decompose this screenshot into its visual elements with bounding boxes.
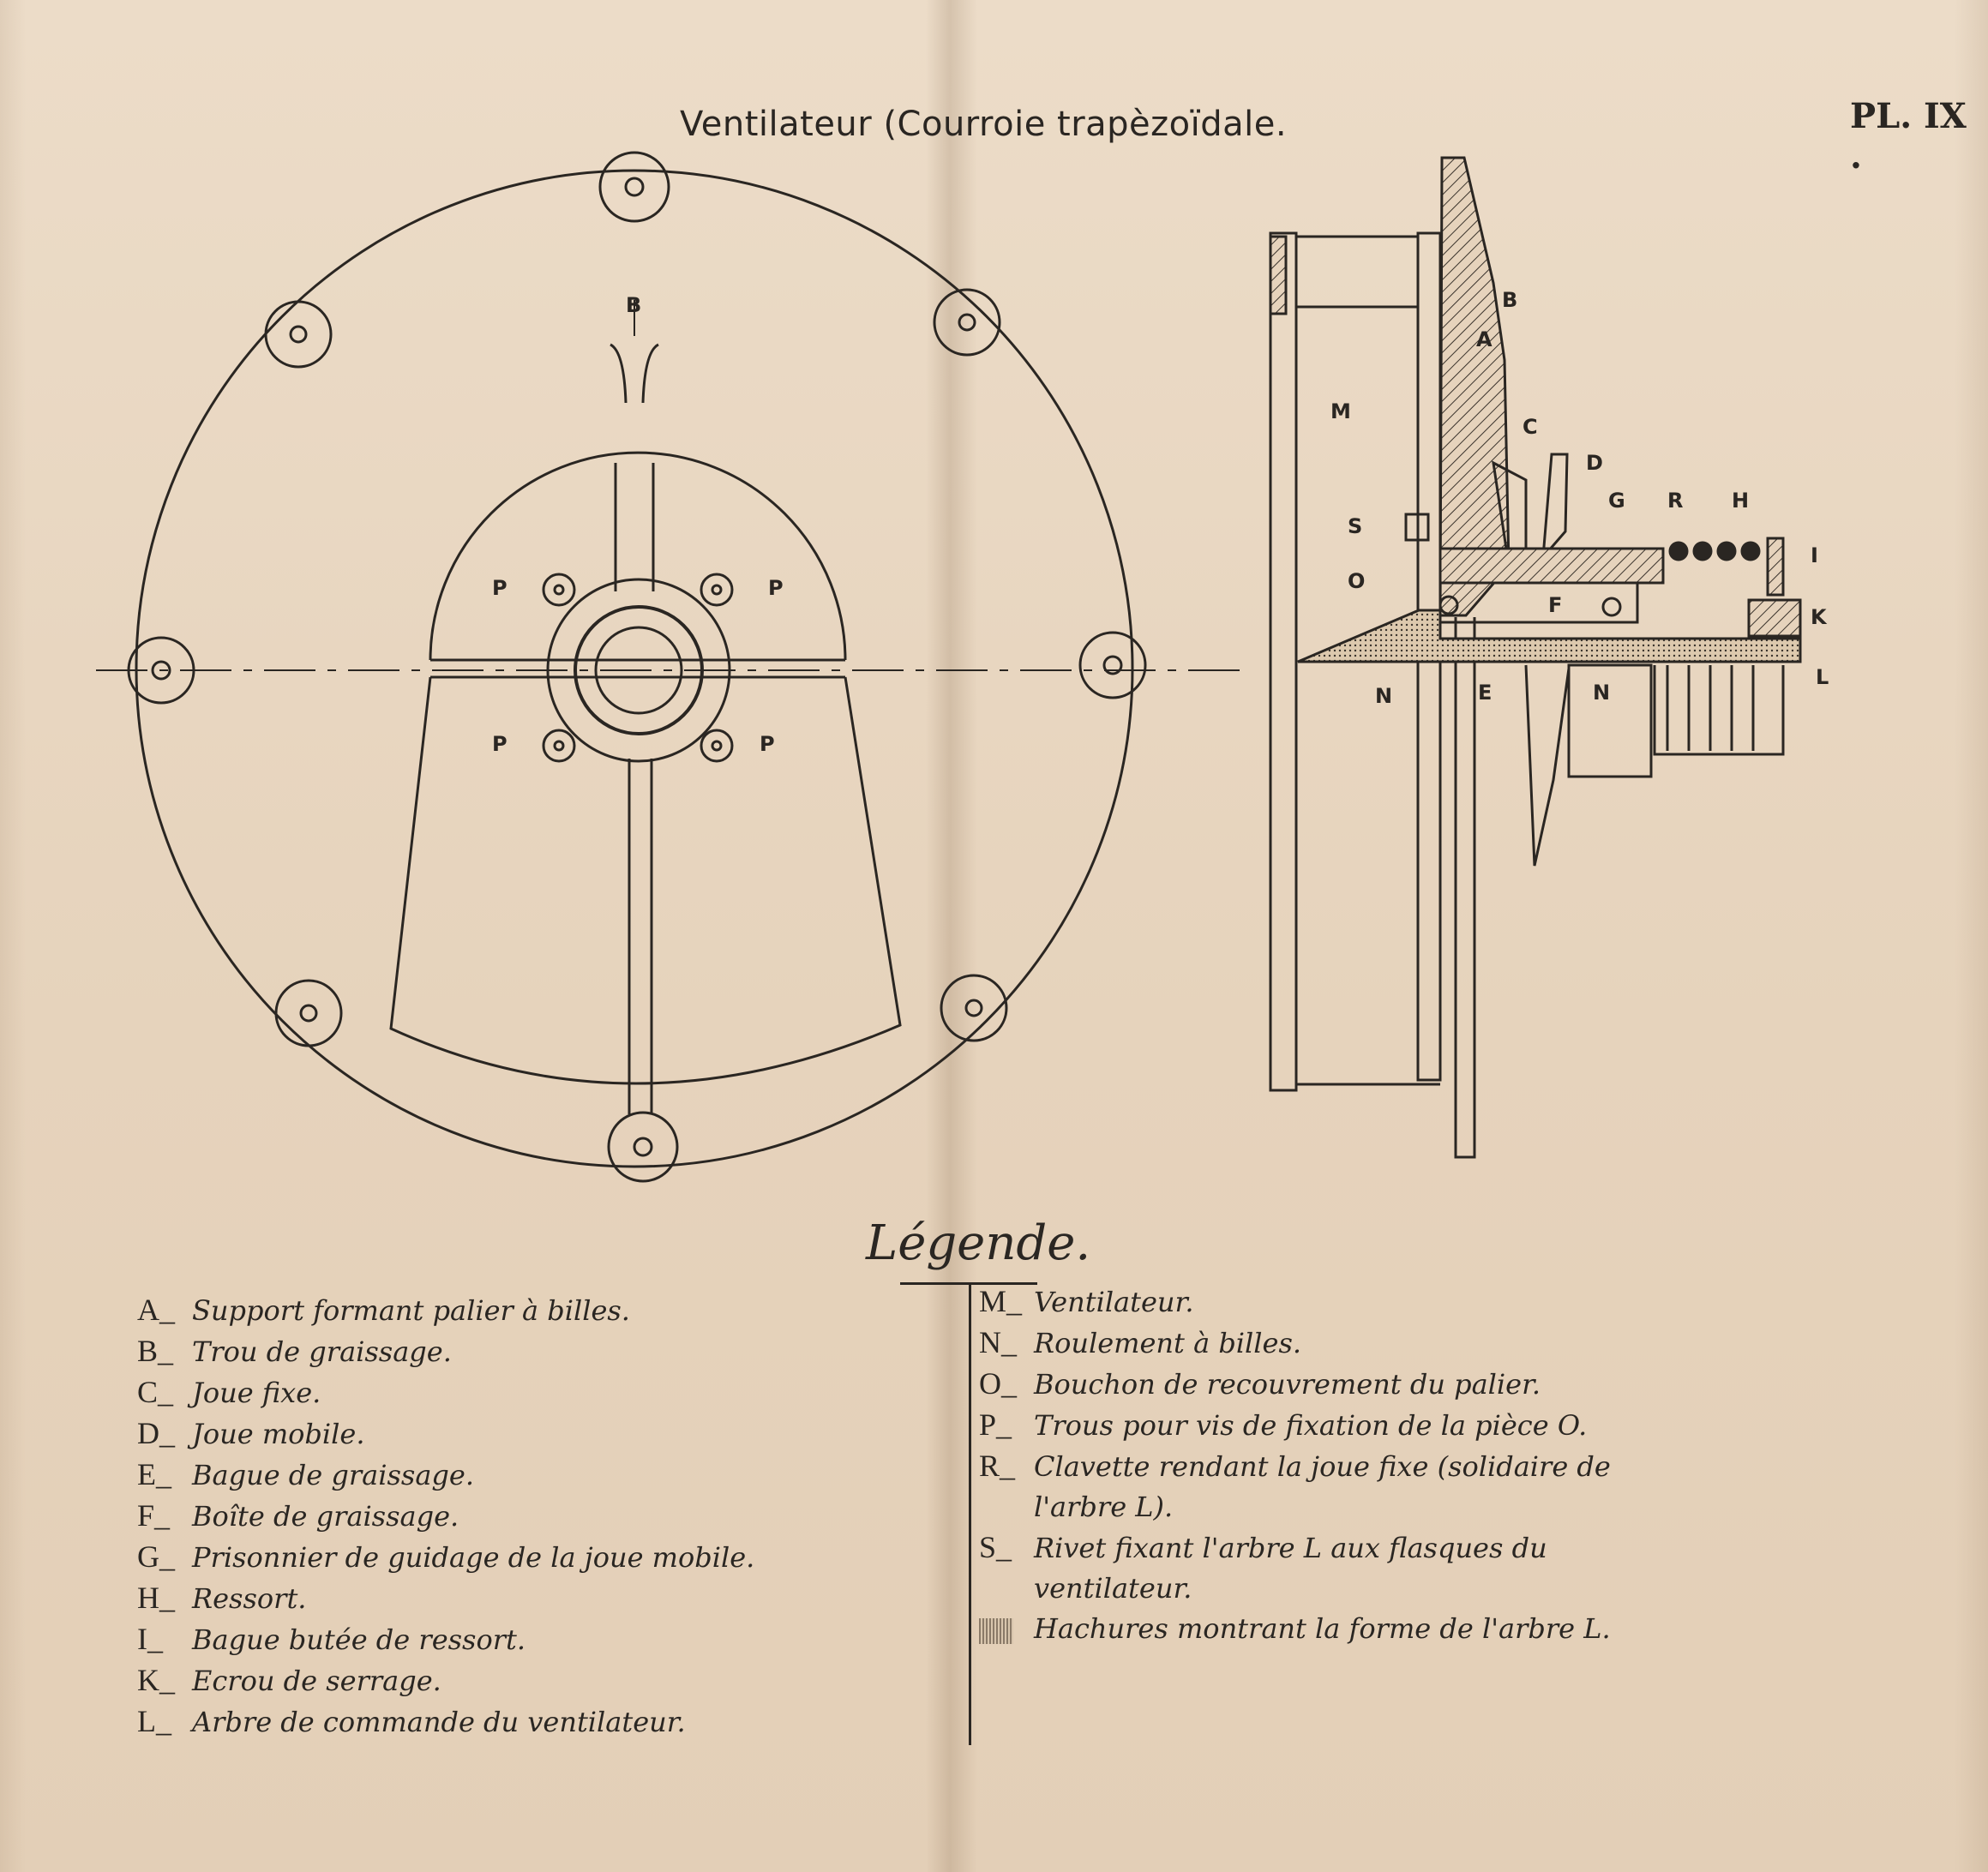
mobile-flange-d [1541,453,1569,561]
label-g: G [1608,489,1625,513]
oil-hole-b [610,343,659,404]
legend-item: M_Ventilateur. [979,1284,1194,1318]
hub-lower [1567,663,1653,778]
fan-blade-outline [1269,231,1298,1092]
fan-outer-rim [135,169,1134,1168]
guide-g [1438,547,1665,585]
label-p-1: P [492,576,508,600]
plate-title: Ventilateur (Courroie trapèzoïdale. [680,105,1288,144]
label-s: S [1348,514,1362,538]
legend-item: D_Joue mobile. [137,1416,365,1450]
label-b-front: B [626,293,641,317]
legend-left-column: A_Support formant palier à billes. B_Tro… [137,1290,754,1743]
legend-item: S_Rivet fixant l'arbre L aux flasques du [979,1530,1547,1564]
shaft-l [1297,609,1802,663]
pulley-grooves [1653,665,1785,756]
legend-item: A_Support formant palier à billes. [137,1293,630,1327]
label-l: L [1816,665,1829,689]
label-e: E [1478,681,1492,705]
label-k: K [1811,605,1828,629]
nut-k [1747,598,1802,638]
hub-outer [546,578,731,763]
front-view [96,151,1243,1183]
shaft-bore [594,626,683,715]
legend-item: L_Arbre de commande du ventilateur. [137,1704,686,1738]
v-belt-groove [1524,664,1571,867]
label-h: H [1732,489,1749,513]
spring-h [1668,541,1761,561]
legend-item: B_Trou de graissage. [137,1334,452,1368]
lower-frame [389,676,902,1085]
label-r: R [1667,489,1683,513]
rim-bosses [127,151,1147,1183]
front-labels: B P P P P [492,293,784,756]
plate-number: PL. IX . [1850,96,1967,177]
legend-hatch-note: Hachures montrant la forme de l'arbre L. [979,1609,1611,1649]
legend-item: F_Boîte de graissage. [137,1498,459,1533]
label-d: D [1586,451,1603,475]
label-p-4: P [760,732,775,756]
legend-item: E_Bague de graissage. [137,1457,474,1491]
section-view [1269,156,1802,1159]
legend-right-column: M_Ventilateur. N_Roulement à billes. O_B… [979,1281,1611,1649]
legend-item: K_Ecrou de serrage. [137,1663,441,1697]
legend-title: Légende. [866,1215,1091,1271]
spring-stop-i [1766,537,1785,597]
label-n-left: N [1375,684,1392,708]
ball-bearing [574,605,704,735]
legend-item: I_Bague butée de ressort. [137,1622,526,1656]
legend-item: P_Trous pour vis de fixation de la pièce… [979,1407,1588,1442]
label-a: A [1476,327,1493,351]
legend-item: C_Joue fixe. [137,1375,321,1409]
upper-frame-arc [429,451,847,661]
p-holes [542,573,734,763]
hatch-swatch-icon [979,1617,1013,1644]
label-n-right: N [1593,681,1610,705]
label-i: I [1811,543,1818,567]
legend-item-continuation: ventilateur. [1034,1572,1192,1605]
legend-item: N_Roulement à billes. [979,1325,1302,1359]
label-b-section: B [1502,288,1517,312]
label-m: M [1330,399,1351,423]
legend-item: H_Ressort. [137,1581,307,1615]
legend-item: G_Prisonnier de guidage de la joue mobil… [137,1539,755,1574]
rivet-s [1404,513,1430,542]
support-a [1438,156,1511,617]
legend-divider [969,1282,971,1745]
label-p-3: P [492,732,508,756]
label-f: F [1548,593,1562,617]
label-o: O [1348,569,1365,593]
label-p-2: P [768,576,784,600]
section-labels: B A M C D G R H I K L S O F N E N [1330,288,1829,708]
legend-item-continuation: l'arbre L). [1034,1491,1174,1523]
legend-item: R_Clavette rendant la joue fixe (solidai… [979,1449,1611,1483]
label-c: C [1523,415,1538,439]
legend-item: O_Bouchon de recouvrement du palier. [979,1366,1541,1401]
